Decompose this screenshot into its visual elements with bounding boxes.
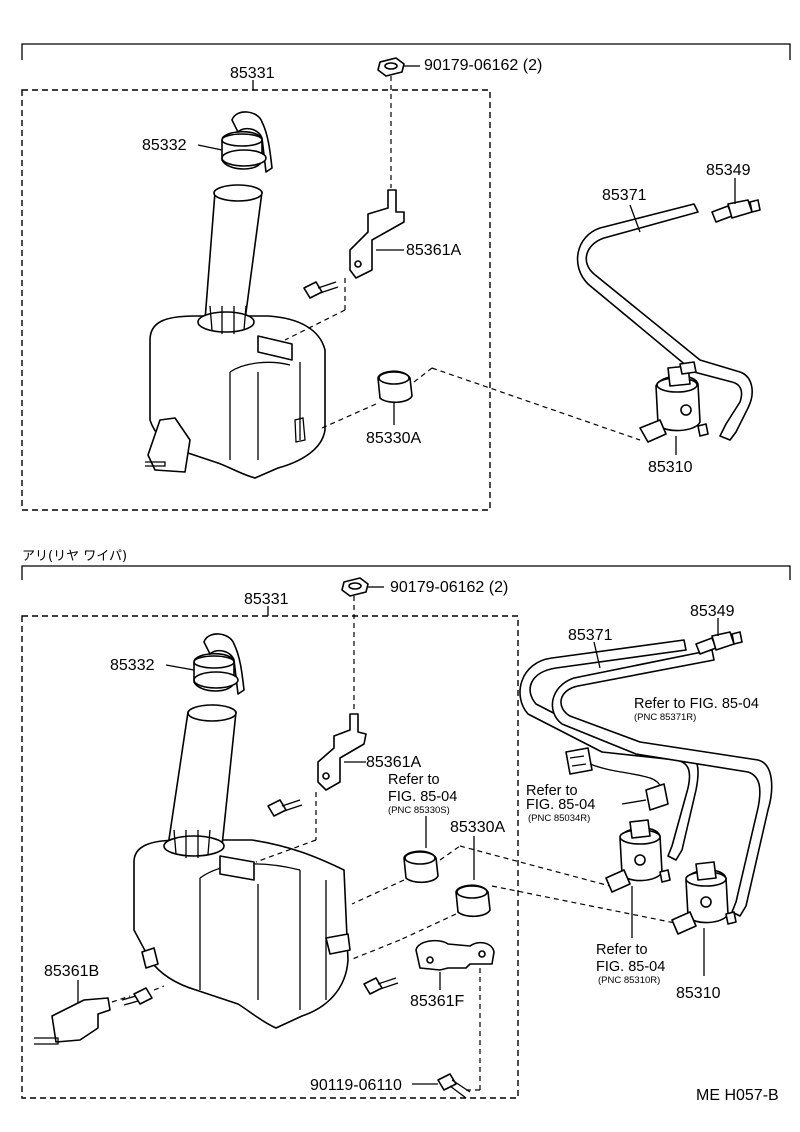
top-pump-label: 85310 (648, 459, 693, 476)
bottom-section: アリ(リヤ ワイパ) 85331 85332 (21, 549, 791, 1099)
top-section: 85332 85331 90179-06162 (2) 85361A (21, 43, 791, 511)
top-hose-label: 85371 (602, 187, 647, 204)
top-nut-label: 90179-06162 (2) (424, 57, 542, 74)
top-joint-icon (711, 199, 761, 223)
bottom-hose (519, 639, 773, 917)
bottom-hose-label: 85371 (568, 627, 613, 644)
bottom-bolt-label: 90119-06110 (310, 1077, 402, 1094)
bottom-ref-grommet-pnc: (PNC 85330S) (388, 805, 450, 816)
bottom-ref-grommet-line1: Refer to (388, 772, 440, 788)
bottom-bolt-small-icon (267, 799, 303, 817)
bottom-section-bracket (21, 565, 791, 580)
top-grommet-label: 85330A (366, 430, 421, 447)
bottom-bracket-f-icon (415, 939, 495, 971)
bottom-bolt-f-icon (363, 977, 399, 995)
bottom-section-header: アリ(リヤ ワイパ) (22, 549, 127, 564)
diagram-code: ME H057-B (696, 1087, 779, 1104)
bottom-cap-icon (193, 633, 245, 695)
bottom-pump-2-icon (671, 861, 737, 935)
bottom-nut-label: 90179-06162 (2) (390, 579, 508, 596)
bottom-ref-grommet-line2: FIG. 85-04 (388, 789, 457, 805)
bottom-pump-label: 85310 (676, 985, 721, 1002)
bottom-ref-pump-line2: FIG. 85-04 (596, 959, 665, 975)
bottom-pump-1-icon (605, 819, 671, 893)
bottom-ref-hose-line1: Refer to FIG. 85-04 (634, 696, 759, 712)
bottom-tank-label: 85331 (244, 591, 289, 608)
bottom-bolt-90119-icon (437, 1073, 471, 1099)
top-tank-label: 85331 (230, 65, 275, 82)
top-washer-tank (145, 315, 326, 479)
top-pump-icon (639, 361, 709, 443)
bottom-ref-hose-pnc: (PNC 85371R) (634, 712, 696, 723)
bottom-ref-harness-pnc: (PNC 85034R) (528, 813, 590, 824)
bottom-washer-tank (133, 839, 351, 1029)
bottom-ref-harness-line1: Refer to (526, 783, 578, 799)
bottom-ref-pump-line1: Refer to (596, 942, 648, 958)
bottom-bracket-f-label: 85361F (410, 993, 464, 1010)
top-bolt-icon (303, 281, 339, 299)
bottom-grommet-1-icon (403, 850, 439, 884)
top-cap-icon (221, 111, 273, 173)
bottom-joint-label: 85349 (690, 603, 735, 620)
top-nut-icon (377, 57, 405, 77)
top-grommet-icon (377, 370, 413, 404)
bottom-ref-harness-line2: FIG. 85-04 (526, 797, 595, 813)
top-section-bracket (21, 43, 791, 60)
bottom-filler-neck (163, 704, 237, 858)
top-bracket-label: 85361A (406, 242, 461, 259)
top-filler-neck (197, 184, 263, 334)
bottom-bolt-b-icon (121, 987, 153, 1006)
bottom-harness-icon (565, 747, 669, 811)
bottom-nut-icon (341, 577, 369, 597)
bottom-bracket-b-label: 85361B (44, 963, 99, 980)
bottom-ref-pump-pnc: (PNC 85310R) (598, 975, 660, 986)
top-hose (576, 203, 753, 441)
top-joint-label: 85349 (706, 162, 751, 179)
bottom-grommet-2-icon (455, 884, 491, 918)
top-cap-label: 85332 (142, 137, 187, 154)
bottom-joint-icon (695, 631, 743, 655)
bottom-cap-label: 85332 (110, 657, 155, 674)
bottom-bracket-a-icon (317, 713, 367, 791)
top-assembly-box (21, 89, 491, 511)
bottom-assembly-box (21, 615, 519, 1099)
top-tank-mount-foot (147, 417, 191, 473)
top-bracket-icon (349, 189, 405, 279)
bottom-grommet-label: 85330A (450, 819, 505, 836)
bottom-bracket-b-icon (34, 997, 111, 1045)
bottom-bracket-a-label: 85361A (366, 754, 421, 771)
